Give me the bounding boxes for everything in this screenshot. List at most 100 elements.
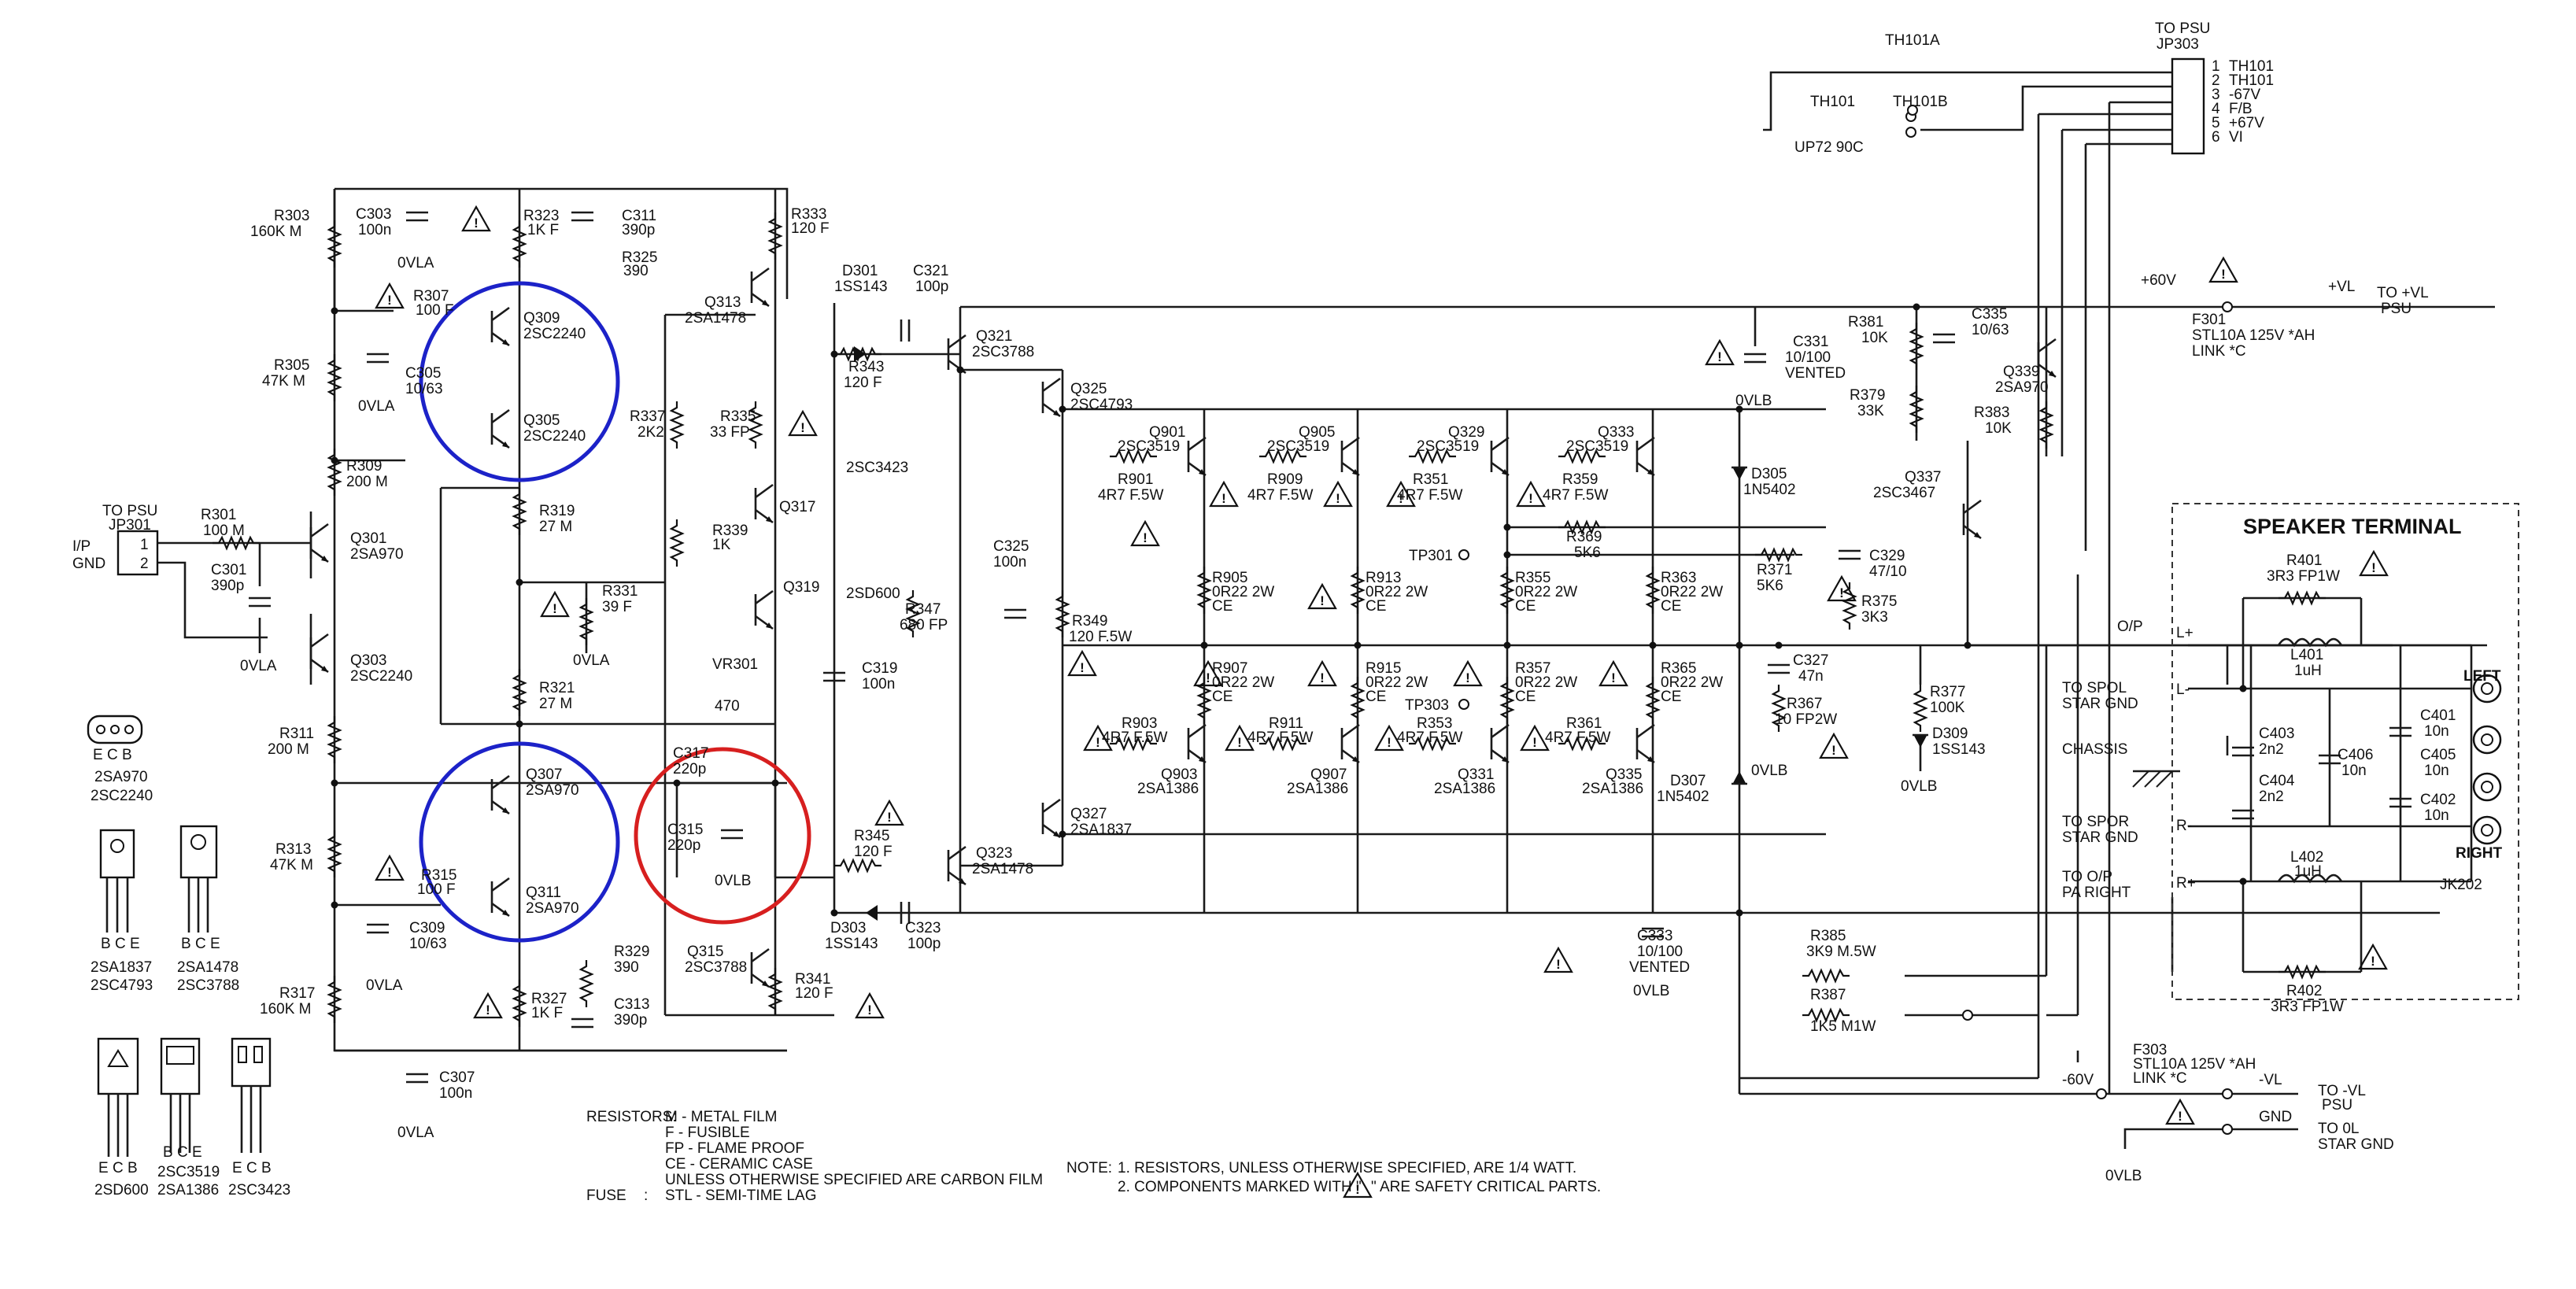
svg-text:100 F: 100 F (416, 302, 454, 319)
svg-text:R323: R323 (523, 208, 559, 224)
svg-text:F - FUSIBLE: F - FUSIBLE (665, 1125, 750, 1141)
svg-text:R303: R303 (274, 208, 309, 224)
svg-text:PSU: PSU (2322, 1097, 2352, 1114)
svg-text:C404: C404 (2259, 773, 2295, 789)
svg-text:C315: C315 (667, 822, 703, 838)
svg-text:TO 0L: TO 0L (2318, 1121, 2359, 1137)
svg-text:4R7 F.5W: 4R7 F.5W (1098, 487, 1163, 504)
svg-text:R351: R351 (1413, 471, 1448, 488)
svg-text:CE: CE (1661, 689, 1681, 705)
svg-text:Q325: Q325 (1070, 381, 1107, 397)
to3p-package-a-icon (97, 1037, 139, 1157)
svg-text:C305: C305 (405, 365, 441, 382)
svg-text:UP72 90C: UP72 90C (1794, 139, 1864, 156)
svg-text:FP - FLAME PROOF: FP - FLAME PROOF (665, 1140, 804, 1157)
speaker-terminal-box (2171, 503, 2519, 1000)
svg-text:GND: GND (2259, 1109, 2292, 1125)
svg-text:R325: R325 (622, 249, 657, 266)
svg-text:10/63: 10/63 (405, 381, 443, 397)
svg-text:F301: F301 (2192, 312, 2226, 328)
svg-text:CE: CE (1661, 598, 1681, 615)
diode-symbols (854, 346, 1928, 921)
svg-text:0R22 2W: 0R22 2W (1212, 674, 1274, 691)
svg-text:R365: R365 (1661, 660, 1696, 677)
svg-text:4R7 F.5W: 4R7 F.5W (1543, 487, 1608, 504)
svg-text:1SS143: 1SS143 (834, 279, 888, 295)
svg-text:0VLA: 0VLA (397, 1125, 434, 1141)
svg-text:JK202: JK202 (2440, 877, 2482, 893)
svg-text:RESISTORS:: RESISTORS: (586, 1109, 677, 1125)
svg-text:CHASSIS: CHASSIS (2062, 741, 2127, 758)
svg-text:10/63: 10/63 (409, 936, 447, 952)
svg-text:LEFT: LEFT (2463, 668, 2501, 685)
svg-text:0VLA: 0VLA (366, 977, 403, 994)
svg-text:R309: R309 (346, 458, 382, 475)
svg-text:R327: R327 (531, 991, 567, 1007)
svg-text:LINK *C: LINK *C (2192, 343, 2246, 360)
svg-text:C317: C317 (673, 745, 708, 762)
svg-text::: : (644, 1187, 648, 1204)
svg-text:C403: C403 (2259, 726, 2294, 742)
svg-text:2SC2240: 2SC2240 (91, 788, 153, 804)
svg-text:C303: C303 (356, 206, 391, 223)
svg-text:1uH: 1uH (2294, 863, 2322, 880)
svg-text:0VLA: 0VLA (397, 255, 434, 271)
svg-text:2SC3519: 2SC3519 (1267, 438, 1329, 455)
svg-text:120 F: 120 F (844, 375, 882, 391)
svg-text:C321: C321 (913, 263, 948, 279)
svg-text:STAR GND: STAR GND (2062, 696, 2138, 712)
svg-text:R363: R363 (1661, 570, 1696, 586)
svg-text:47n: 47n (1798, 668, 1824, 685)
svg-text:+VL: +VL (2328, 279, 2355, 295)
svg-text:M - METAL FILM: M - METAL FILM (665, 1109, 778, 1125)
svg-text:10n: 10n (2424, 723, 2449, 740)
svg-text:R339: R339 (712, 523, 748, 539)
svg-text:1K5 M1W: 1K5 M1W (1810, 1018, 1876, 1035)
svg-text:4R7 F.5W: 4R7 F.5W (1545, 729, 1610, 746)
svg-text:PSU: PSU (2381, 301, 2412, 317)
svg-text:C301: C301 (211, 562, 246, 578)
svg-text:10n: 10n (2341, 763, 2367, 779)
svg-text:220p: 220p (673, 761, 706, 777)
svg-text:0VLB: 0VLB (1751, 763, 1787, 779)
svg-text:2SC3519: 2SC3519 (1417, 438, 1479, 455)
svg-text:LINK *C: LINK *C (2133, 1070, 2187, 1087)
svg-text:2SC2240: 2SC2240 (523, 326, 586, 342)
svg-text:10n: 10n (2424, 763, 2449, 779)
svg-text:R909: R909 (1267, 471, 1303, 488)
svg-text:CE: CE (1515, 689, 1536, 705)
svg-text:2SA1837: 2SA1837 (91, 959, 152, 976)
svg-text:R402: R402 (2286, 983, 2322, 999)
svg-text:2SC4793: 2SC4793 (91, 977, 153, 994)
svg-text:5: 5 (2212, 115, 2220, 131)
svg-text:1N5402: 1N5402 (1657, 789, 1709, 805)
to220-package-icon (231, 1037, 272, 1153)
svg-text:33 FP: 33 FP (710, 424, 750, 441)
svg-text:TO +VL: TO +VL (2377, 285, 2429, 301)
svg-text:Q311: Q311 (526, 885, 561, 901)
svg-text:1K F: 1K F (531, 1005, 563, 1021)
notes: NOTE: 1. RESISTORS, UNLESS OTHERWISE SPE… (1066, 1160, 1601, 1195)
svg-text:R355: R355 (1515, 570, 1550, 586)
svg-text:27 M: 27 M (539, 519, 572, 535)
svg-text:JP303: JP303 (2157, 36, 2199, 53)
svg-text:2: 2 (140, 556, 149, 572)
svg-text:TP301: TP301 (1409, 548, 1453, 564)
svg-text:100n: 100n (358, 222, 391, 238)
svg-text:2SC2240: 2SC2240 (523, 428, 586, 445)
svg-text:0VLB: 0VLB (1901, 778, 1937, 795)
svg-text:L+: L+ (2176, 625, 2193, 641)
svg-text:100 F: 100 F (417, 881, 456, 898)
svg-text:4R7 F.5W: 4R7 F.5W (1247, 487, 1313, 504)
svg-text:R321: R321 (539, 680, 575, 696)
svg-text:D303: D303 (830, 920, 866, 936)
svg-text:39 F: 39 F (602, 599, 632, 615)
svg-text:0VLA: 0VLA (573, 652, 610, 669)
svg-text:2SA1478: 2SA1478 (685, 310, 746, 327)
to126-package-b-icon (179, 825, 218, 933)
svg-text:2SA1478: 2SA1478 (177, 959, 238, 976)
svg-text:E C B: E C B (93, 747, 132, 763)
svg-text:200 M: 200 M (268, 741, 309, 758)
svg-text:D301: D301 (842, 263, 878, 279)
svg-text:10K: 10K (1861, 330, 1888, 346)
